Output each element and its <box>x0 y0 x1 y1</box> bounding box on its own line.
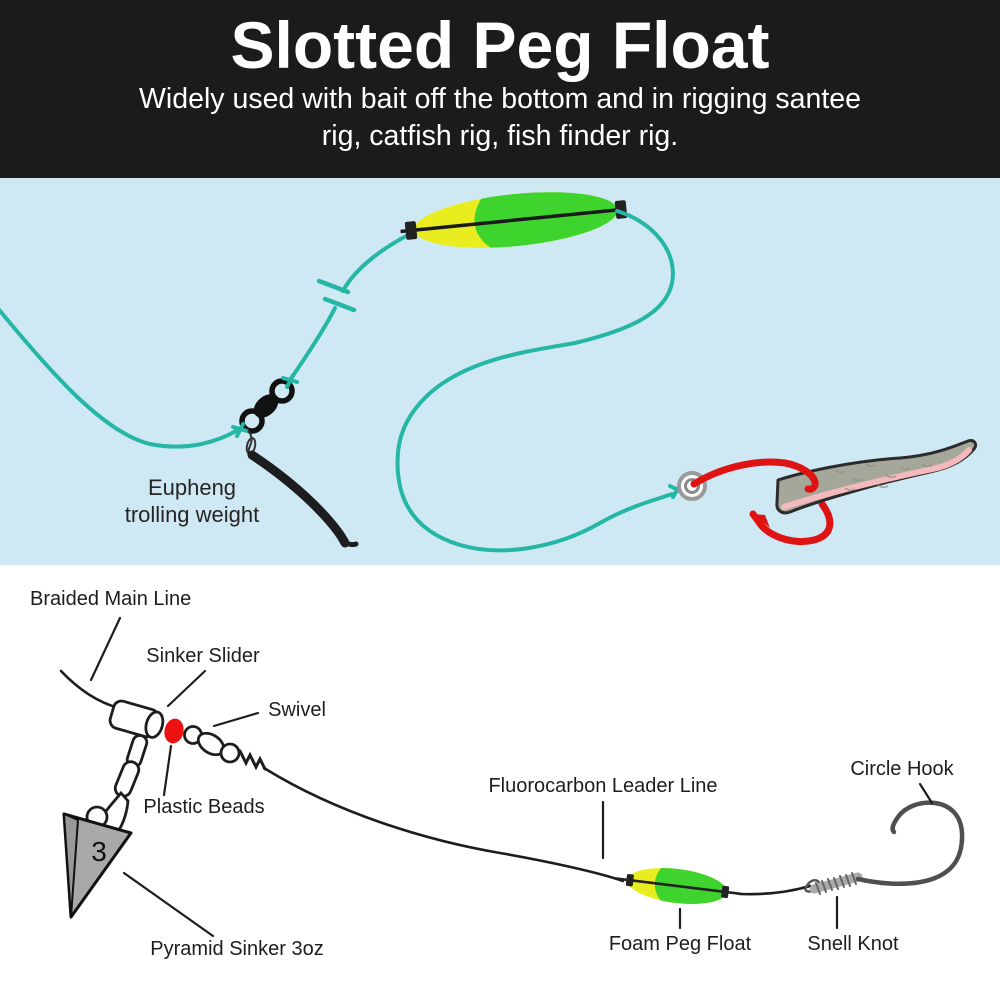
foam-float-cap-right <box>721 885 730 899</box>
label-pyramid-sinker: Pyramid Sinker 3oz <box>150 938 323 960</box>
pointer-plastic-beads <box>162 744 173 797</box>
foam-float-peg <box>615 877 741 896</box>
swivel-barrel <box>253 394 279 418</box>
label-fluorocarbon-leader-line: Fluorocarbon Leader Line <box>488 775 717 797</box>
pyramid-sinker: 3 <box>62 812 133 919</box>
pointer-sinker-slider <box>166 669 207 708</box>
line-break-marks <box>316 278 357 313</box>
bait-pink-edge <box>781 447 972 510</box>
cut-bait <box>775 439 978 515</box>
label-sinker-slider: Sinker Slider <box>146 645 260 667</box>
label-braided-main-line: Braided Main Line <box>30 588 191 610</box>
title-banner: Slotted Peg Float Widely used with bait … <box>0 0 1000 178</box>
pointer-braided-main-line <box>89 616 122 682</box>
pointer-circle-hook <box>918 782 934 805</box>
swivel-ring-top <box>269 378 295 404</box>
trolling-weight-tip <box>340 538 359 548</box>
label-plastic-beads: Plastic Beads <box>143 796 264 818</box>
snell-knot <box>803 872 863 895</box>
plastic-bead-red <box>164 718 184 744</box>
bead-white-2 <box>219 742 241 764</box>
foam-float-cap-left <box>625 874 634 887</box>
label-circle-hook: Circle Hook <box>850 758 954 780</box>
sinker-slider <box>108 699 165 739</box>
subtitle-line-1: Widely used with bait off the bottom and… <box>139 83 861 116</box>
main-line-left <box>0 307 238 449</box>
label-foam-peg-float: Foam Peg Float <box>609 933 752 955</box>
diagram-leader-line <box>262 766 625 883</box>
trolling-weight <box>247 450 350 548</box>
hook-bend <box>749 500 834 545</box>
line-swivel-to-break <box>288 306 337 382</box>
weight-label-line-2: trolling weight <box>125 502 260 527</box>
float-peg <box>400 207 626 234</box>
bait-texture <box>834 463 933 492</box>
rig-diagram: 3 <box>0 565 1000 1000</box>
rig-illustration: Eupheng trolling weight <box>0 178 1000 565</box>
pyramid-sinker-facet <box>62 812 80 918</box>
label-snell-knot: Snell Knot <box>807 933 899 955</box>
label-swivel: Swivel <box>268 699 326 721</box>
hook-shank <box>690 458 819 493</box>
barrel-swivel <box>231 373 299 438</box>
pointer-pyramid-sinker <box>122 871 215 938</box>
swivel-ring-bottom <box>239 408 265 434</box>
diagram-circle-hook <box>855 800 965 886</box>
line-knot-bottom <box>231 422 249 438</box>
snell-coil-wraps <box>815 872 857 895</box>
page-title: Slotted Peg Float <box>230 8 770 82</box>
pointer-swivel <box>212 711 260 728</box>
hook-barb <box>753 514 770 528</box>
line-float-to-hook <box>395 209 675 553</box>
weight-label-line-1: Eupheng <box>148 475 236 500</box>
leader-knot-squiggle <box>238 749 267 771</box>
float-cap-left <box>404 221 418 240</box>
subtitle-line-2: rig, catfish rig, fish finder rig. <box>321 120 679 153</box>
sinker-weight-number: 3 <box>91 836 107 867</box>
